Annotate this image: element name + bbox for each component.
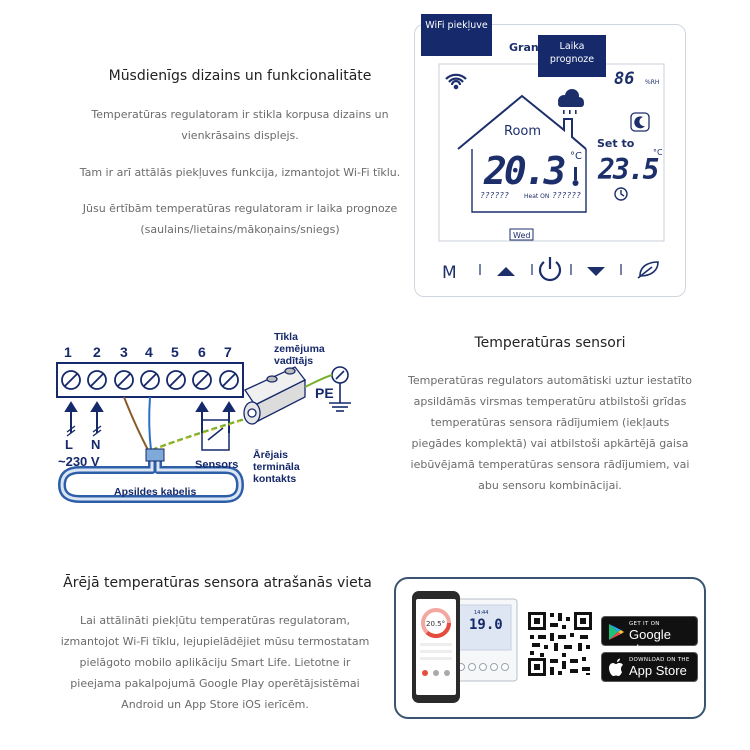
- google-play-button[interactable]: GET IT ON Google play: [601, 616, 698, 657]
- svg-text:19.0: 19.0: [469, 617, 503, 633]
- google-play-icon: [609, 624, 624, 640]
- svg-text:7: 7: [224, 344, 232, 360]
- svg-text:°C: °C: [570, 151, 582, 162]
- smartphone-image: 20.5°: [412, 591, 460, 703]
- svg-text:Tīkla: Tīkla: [274, 331, 298, 343]
- svg-text:Set to: Set to: [597, 137, 635, 150]
- wiring-diagram: 1 2 3 4 5 6 7: [56, 331, 351, 503]
- svg-text:Heat ON: Heat ON: [524, 193, 549, 200]
- svg-text:14:44: 14:44: [474, 610, 488, 616]
- qr-code-image: [528, 612, 592, 676]
- section-title-design: Mūsdienīgs dizains un funkcionalitāte: [108, 68, 372, 84]
- cloud-rain-icon: [557, 88, 584, 114]
- apple-icon: [609, 658, 623, 676]
- svg-text:Sensors: Sensors: [195, 459, 238, 471]
- svg-text:°C: °C: [653, 148, 663, 157]
- paragraph-wifi: Tam ir arī attālās piekļuves funkcija, i…: [79, 166, 401, 179]
- svg-text:Apsildes kabelis: Apsildes kabelis: [114, 486, 196, 498]
- external-terminal: [243, 366, 306, 425]
- room-temperature: 20.3: [483, 149, 565, 193]
- svg-text:??????: ??????: [552, 191, 581, 200]
- section-title-external-sensor: Ārējā temperatūras sensora atrašanās vie…: [63, 575, 372, 591]
- set-temperature: 23.5: [597, 153, 659, 186]
- badge-weather-forecast: Laika prognoze: [538, 35, 606, 77]
- svg-text:termināla: termināla: [253, 461, 300, 473]
- svg-text:Room: Room: [504, 124, 541, 139]
- app-store-button[interactable]: DOWNLOAD ON THE App Store: [601, 652, 698, 682]
- svg-text:Wed: Wed: [513, 231, 530, 240]
- svg-text:N: N: [91, 437, 100, 452]
- svg-text:kontakts: kontakts: [253, 473, 296, 485]
- paragraph-app: Lai attālināti piekļūtu temperatūras reg…: [60, 614, 370, 711]
- svg-text:PE: PE: [315, 385, 334, 401]
- section-title-sensors: Temperatūras sensori: [474, 335, 626, 351]
- night-mode-icon: [629, 111, 650, 132]
- wifi-icon: [444, 73, 467, 89]
- svg-text:3: 3: [120, 344, 128, 360]
- svg-text:%RH: %RH: [645, 79, 659, 86]
- app-download-card: 19.0 14:44 20.5°: [394, 577, 706, 719]
- down-arrow-button[interactable]: [586, 266, 605, 276]
- up-arrow-button[interactable]: [496, 266, 515, 276]
- svg-text:Ārējais: Ārējais: [253, 449, 288, 461]
- clock-icon: [613, 186, 628, 201]
- svg-text:vadītājs: vadītājs: [274, 355, 313, 367]
- svg-text:5: 5: [171, 344, 179, 360]
- mini-thermostat-image: 19.0 14:44: [448, 598, 518, 682]
- paragraph-sensors: Temperatūras regulators automātiski uztu…: [407, 374, 693, 492]
- terminal-numbers: 1 2 3 4 5 6 7: [64, 344, 232, 360]
- svg-text:2: 2: [93, 344, 101, 360]
- brand-logo: Gran: [509, 41, 539, 54]
- badge-wifi-access: WiFi piekļuve: [421, 14, 492, 56]
- paragraph-design: Temperatūras regulatoram ir stikla korpu…: [91, 108, 389, 142]
- thermometer-icon: [572, 166, 578, 186]
- svg-text:6: 6: [198, 344, 206, 360]
- svg-text:zemējuma: zemējuma: [274, 343, 325, 355]
- power-button[interactable]: [538, 256, 561, 281]
- paragraph-forecast: Jūsu ērtībām temperatūras regulatoram ir…: [82, 202, 398, 236]
- svg-text:4: 4: [145, 344, 153, 360]
- mode-button[interactable]: M: [442, 263, 457, 283]
- svg-text:86: 86: [614, 69, 634, 89]
- svg-text:L: L: [65, 437, 73, 452]
- svg-text:~230 V: ~230 V: [58, 454, 100, 469]
- svg-text:1: 1: [64, 344, 72, 360]
- svg-text:20.5°: 20.5°: [426, 620, 445, 628]
- svg-text:??????: ??????: [480, 191, 509, 200]
- eco-leaf-button[interactable]: [637, 260, 659, 279]
